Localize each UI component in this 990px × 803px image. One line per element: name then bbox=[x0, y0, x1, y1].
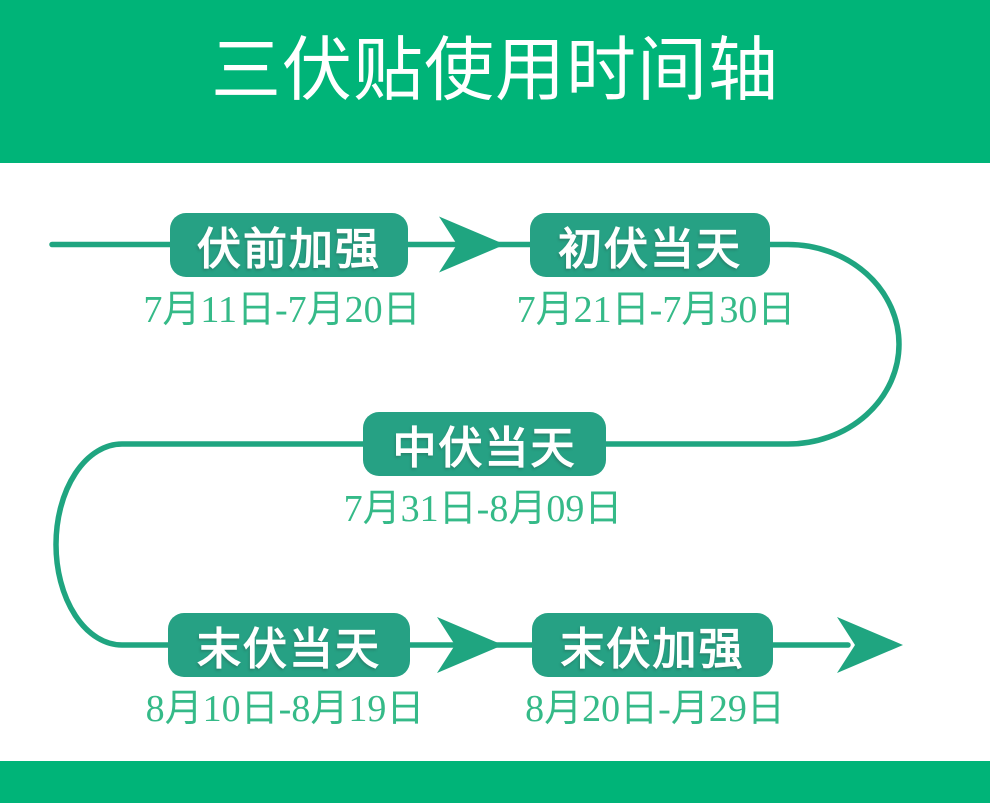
stage-date-range: 7月31日-8月09日 bbox=[343, 488, 623, 530]
arrow-right-icon bbox=[837, 617, 903, 673]
page-title: 三伏贴使用时间轴 bbox=[211, 33, 779, 110]
header-band bbox=[0, 0, 990, 163]
stage-date-range: 8月20日-月29日 bbox=[525, 688, 785, 730]
arrow-right-icon bbox=[437, 617, 503, 673]
stage-date-range: 8月10日-8月19日 bbox=[145, 688, 425, 730]
stage-box-zhongfu-dangtian: 中伏当天 bbox=[363, 412, 606, 476]
stage-box-fuqian-jiaqiang: 伏前加强 bbox=[170, 213, 408, 277]
stage-date-range: 7月11日-7月20日 bbox=[143, 289, 421, 331]
arrow-right-icon bbox=[439, 216, 505, 273]
footer-band bbox=[0, 761, 990, 803]
stage-box-mofu-jiaqiang: 末伏加强 bbox=[532, 613, 773, 677]
stage-box-chufu-dangtian: 初伏当天 bbox=[530, 213, 770, 277]
stage-date-range: 7月21日-7月30日 bbox=[516, 289, 796, 331]
stage-box-mofu-dangtian: 末伏当天 bbox=[168, 613, 410, 677]
timeline-connector-path bbox=[49, 241, 902, 648]
